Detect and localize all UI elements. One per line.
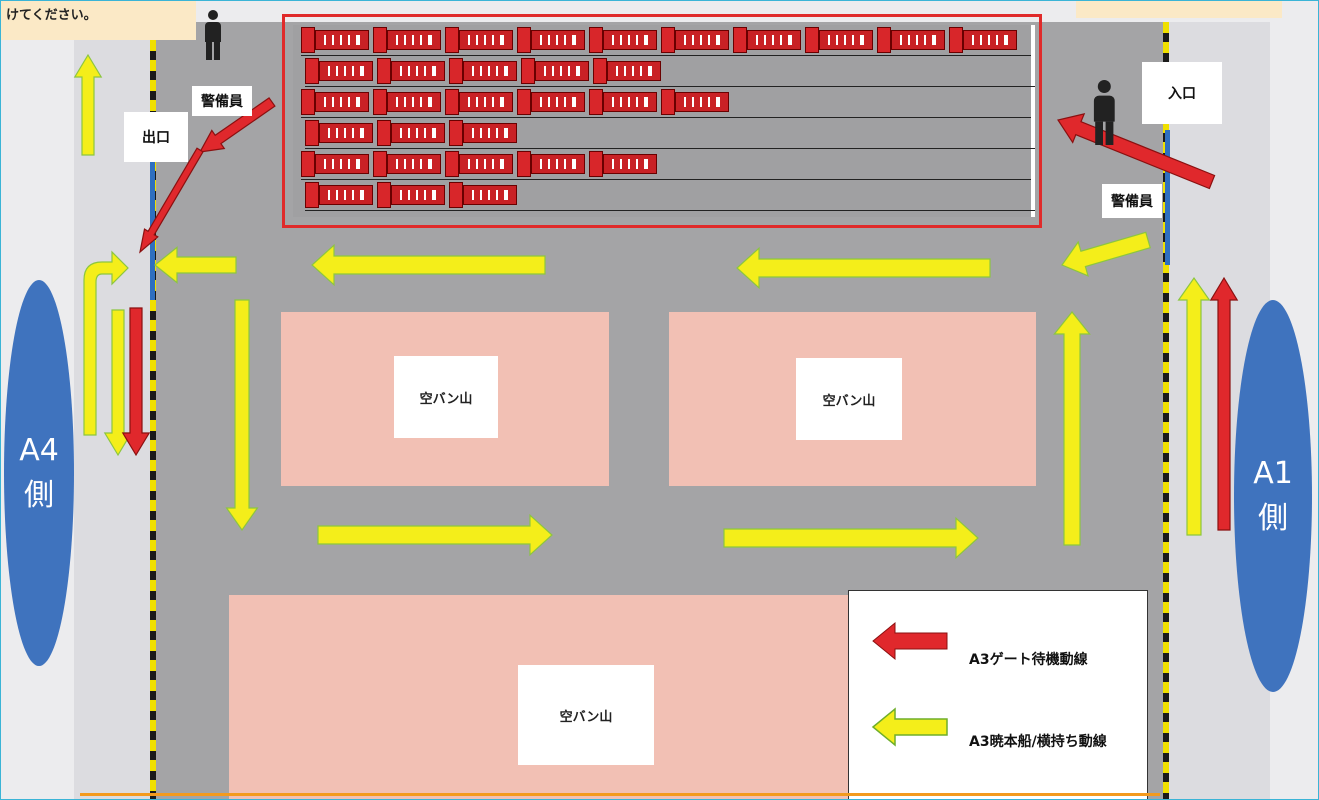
top-left-note: けてください。 xyxy=(0,0,196,40)
truck-icon xyxy=(305,182,373,208)
truck-icon xyxy=(661,89,729,115)
truck-icon xyxy=(301,151,369,177)
yellow-route-arrow xyxy=(311,243,546,287)
yellow-route-arrow xyxy=(1061,231,1151,277)
truck-icon xyxy=(373,151,441,177)
empty-yard-block-3: 空バン山 xyxy=(229,595,869,800)
empty-yard-block-1: 空バン山 xyxy=(281,312,609,486)
entrance-gate-line xyxy=(1165,130,1170,265)
yellow-route-arrow xyxy=(1177,276,1211,536)
left-boundary-dashed-line xyxy=(150,40,156,800)
truck-icon xyxy=(445,89,513,115)
stall-row xyxy=(301,87,1031,118)
yellow-route-arrows xyxy=(73,53,1211,560)
truck-icon xyxy=(521,58,589,84)
truck-icon xyxy=(301,27,369,53)
guard-label-left: 警備員 xyxy=(192,86,252,116)
truck-icon xyxy=(733,27,801,53)
yellow-route-arrow xyxy=(1053,311,1091,546)
right-boundary-dashed-line xyxy=(1163,22,1169,800)
truck-icon xyxy=(517,89,585,115)
truck-icon xyxy=(593,58,661,84)
red-route-arrow xyxy=(198,97,276,153)
truck-icon xyxy=(373,27,441,53)
yellow-route-arrow xyxy=(225,299,259,532)
stall-row xyxy=(301,149,1031,180)
legend-yellow-label: A3暁本船/横持ち動線 xyxy=(969,734,1107,750)
side-marker-a4: A4 側 xyxy=(4,280,74,666)
legend-yellow-arrow xyxy=(871,707,948,747)
truck-icon xyxy=(949,27,1017,53)
legend-arrow-swatches xyxy=(871,621,948,747)
yellow-route-uturn-arrow xyxy=(83,250,129,436)
truck-icon xyxy=(805,27,873,53)
truck-icon xyxy=(449,182,517,208)
yellow-route-arrow xyxy=(317,513,553,557)
entrance-label: 入口 xyxy=(1142,62,1222,124)
truck-icon xyxy=(517,27,585,53)
guard-label-right: 警備員 xyxy=(1102,184,1162,218)
yellow-route-arrow xyxy=(723,516,979,560)
empty-yard-label-3: 空バン山 xyxy=(518,665,654,765)
stall-rows xyxy=(293,25,1035,217)
yellow-route-arrow xyxy=(103,309,133,457)
truck-icon xyxy=(449,120,517,146)
red-route-arrow xyxy=(1057,113,1216,190)
stall-row xyxy=(305,118,1035,149)
truck-icon xyxy=(445,151,513,177)
empty-yard-label-1: 空バン山 xyxy=(394,356,498,438)
side-code-a4: A4 xyxy=(19,433,59,468)
bottom-note-edge xyxy=(80,793,1160,800)
guard-figure-right-icon xyxy=(1090,80,1119,145)
empty-yard-label-2: 空バン山 xyxy=(796,358,902,440)
yellow-route-arrow xyxy=(73,53,103,156)
truck-icon xyxy=(305,120,373,146)
guard-figure-left-icon xyxy=(202,10,224,60)
stall-row xyxy=(305,56,1035,87)
legend-red-arrow xyxy=(872,621,948,661)
truck-icon xyxy=(305,58,373,84)
yellow-route-arrow xyxy=(736,246,991,290)
truck-icon xyxy=(877,27,945,53)
truck-icon xyxy=(449,58,517,84)
truck-icon xyxy=(377,58,445,84)
side-word-a1: 側 xyxy=(1258,501,1288,536)
legend: A3ゲート待機動線 A3暁本船/横持ち動線 xyxy=(848,590,1148,800)
empty-yard-block-2: 空バン山 xyxy=(669,312,1036,486)
truck-icon xyxy=(373,89,441,115)
truck-icon xyxy=(445,27,513,53)
side-word-a4: 側 xyxy=(24,478,54,513)
stall-row xyxy=(305,180,1035,211)
truck-icon xyxy=(589,89,657,115)
stall-row xyxy=(301,25,1031,56)
red-route-arrow xyxy=(1209,276,1239,531)
truck-icon xyxy=(661,27,729,53)
truck-icon xyxy=(589,27,657,53)
truck-icon xyxy=(377,182,445,208)
yellow-route-arrow xyxy=(154,246,237,284)
truck-icon xyxy=(301,89,369,115)
truck-icon xyxy=(589,151,657,177)
truck-icon xyxy=(517,151,585,177)
legend-red-label: A3ゲート待機動線 xyxy=(969,652,1088,668)
exit-label: 出口 xyxy=(124,112,188,162)
red-route-arrow xyxy=(139,147,204,254)
waiting-stall-area xyxy=(282,14,1042,228)
side-marker-a1: A1 側 xyxy=(1234,300,1312,692)
truck-icon xyxy=(377,120,445,146)
side-code-a1: A1 xyxy=(1253,456,1293,491)
top-right-note xyxy=(1076,0,1282,18)
red-route-arrow xyxy=(121,307,151,457)
